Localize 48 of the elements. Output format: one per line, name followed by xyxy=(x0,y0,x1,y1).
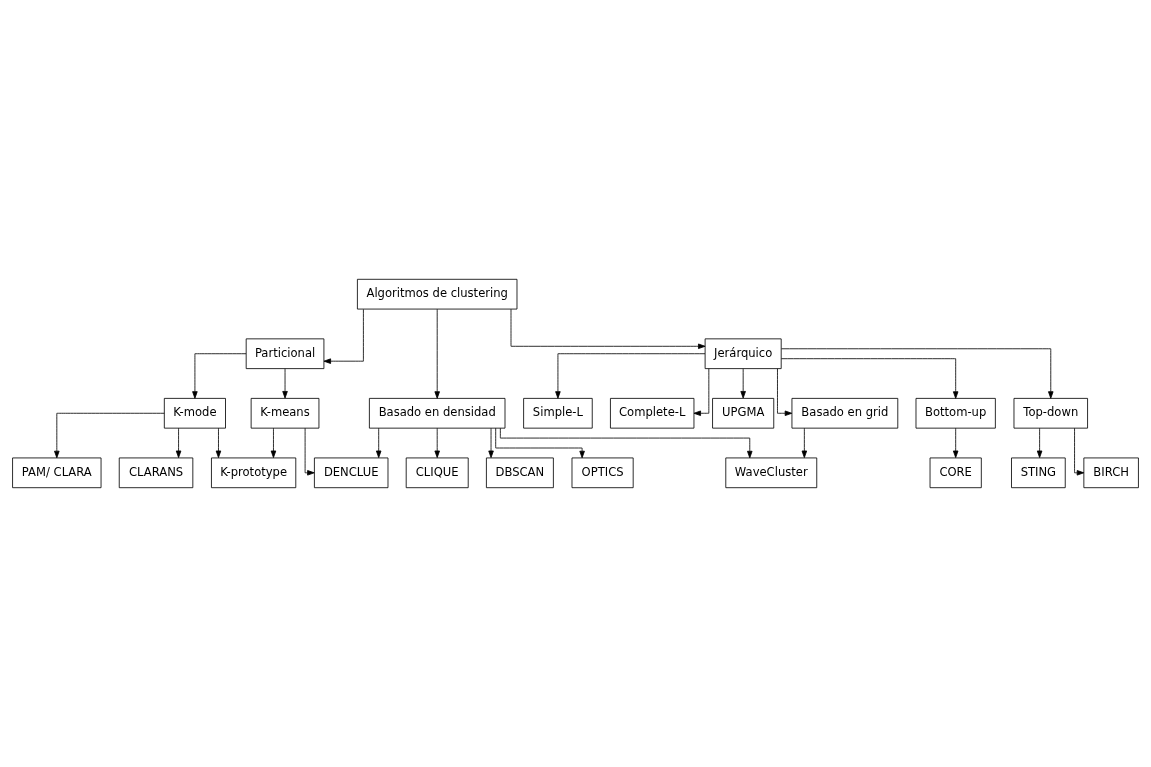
arrow xyxy=(1036,427,1043,458)
arrow xyxy=(215,427,222,458)
node-box: K-mode xyxy=(163,397,226,429)
node-box: STING xyxy=(1011,457,1066,489)
arrow xyxy=(495,427,585,459)
node-box: CORE xyxy=(929,457,982,489)
node-box: Bottom-up xyxy=(915,397,996,429)
node-box: Basado en grid xyxy=(791,397,899,429)
arrow xyxy=(375,427,382,458)
arrow xyxy=(282,368,288,399)
arrow xyxy=(740,368,746,399)
arrow xyxy=(510,308,706,349)
arrow xyxy=(952,427,959,458)
arrow xyxy=(323,308,364,364)
node-box: Complete-L xyxy=(610,397,695,429)
arrow xyxy=(192,353,247,399)
arrow xyxy=(781,348,1054,399)
node-box: WaveCluster xyxy=(725,457,818,489)
node-box: BIRCH xyxy=(1083,457,1139,489)
node-box: CLARANS xyxy=(118,457,194,489)
arrow xyxy=(781,358,959,399)
arrow xyxy=(801,427,808,458)
node-box: Jerárquico xyxy=(704,338,782,370)
node-box: Simple-L xyxy=(523,397,593,429)
arrow xyxy=(304,427,315,476)
arrow xyxy=(270,427,277,458)
arrow xyxy=(777,368,793,416)
node-box: PAM/ CLARA xyxy=(12,457,102,489)
node-box: DBSCAN xyxy=(486,457,554,489)
node-box: DENCLUE xyxy=(314,457,389,489)
node-box: Basado en densidad xyxy=(368,397,506,429)
arrow xyxy=(434,427,440,458)
node-box: Particional xyxy=(245,338,325,370)
arrow xyxy=(488,427,494,458)
node-box: OPTICS xyxy=(571,457,634,489)
node-box: Algoritmos de clustering xyxy=(357,278,518,310)
arrow xyxy=(1074,427,1085,476)
node-box: K-prototype xyxy=(211,457,297,489)
arrow xyxy=(693,368,710,416)
node-box: CLIQUE xyxy=(405,457,469,489)
node-box: UPGMA xyxy=(712,397,775,429)
arrow xyxy=(499,427,753,459)
arrow xyxy=(54,412,165,459)
arrow xyxy=(175,427,182,458)
node-box: Top-down xyxy=(1013,397,1088,429)
node-box: K-means xyxy=(250,397,320,429)
arrow xyxy=(434,308,440,399)
arrow xyxy=(555,353,706,399)
